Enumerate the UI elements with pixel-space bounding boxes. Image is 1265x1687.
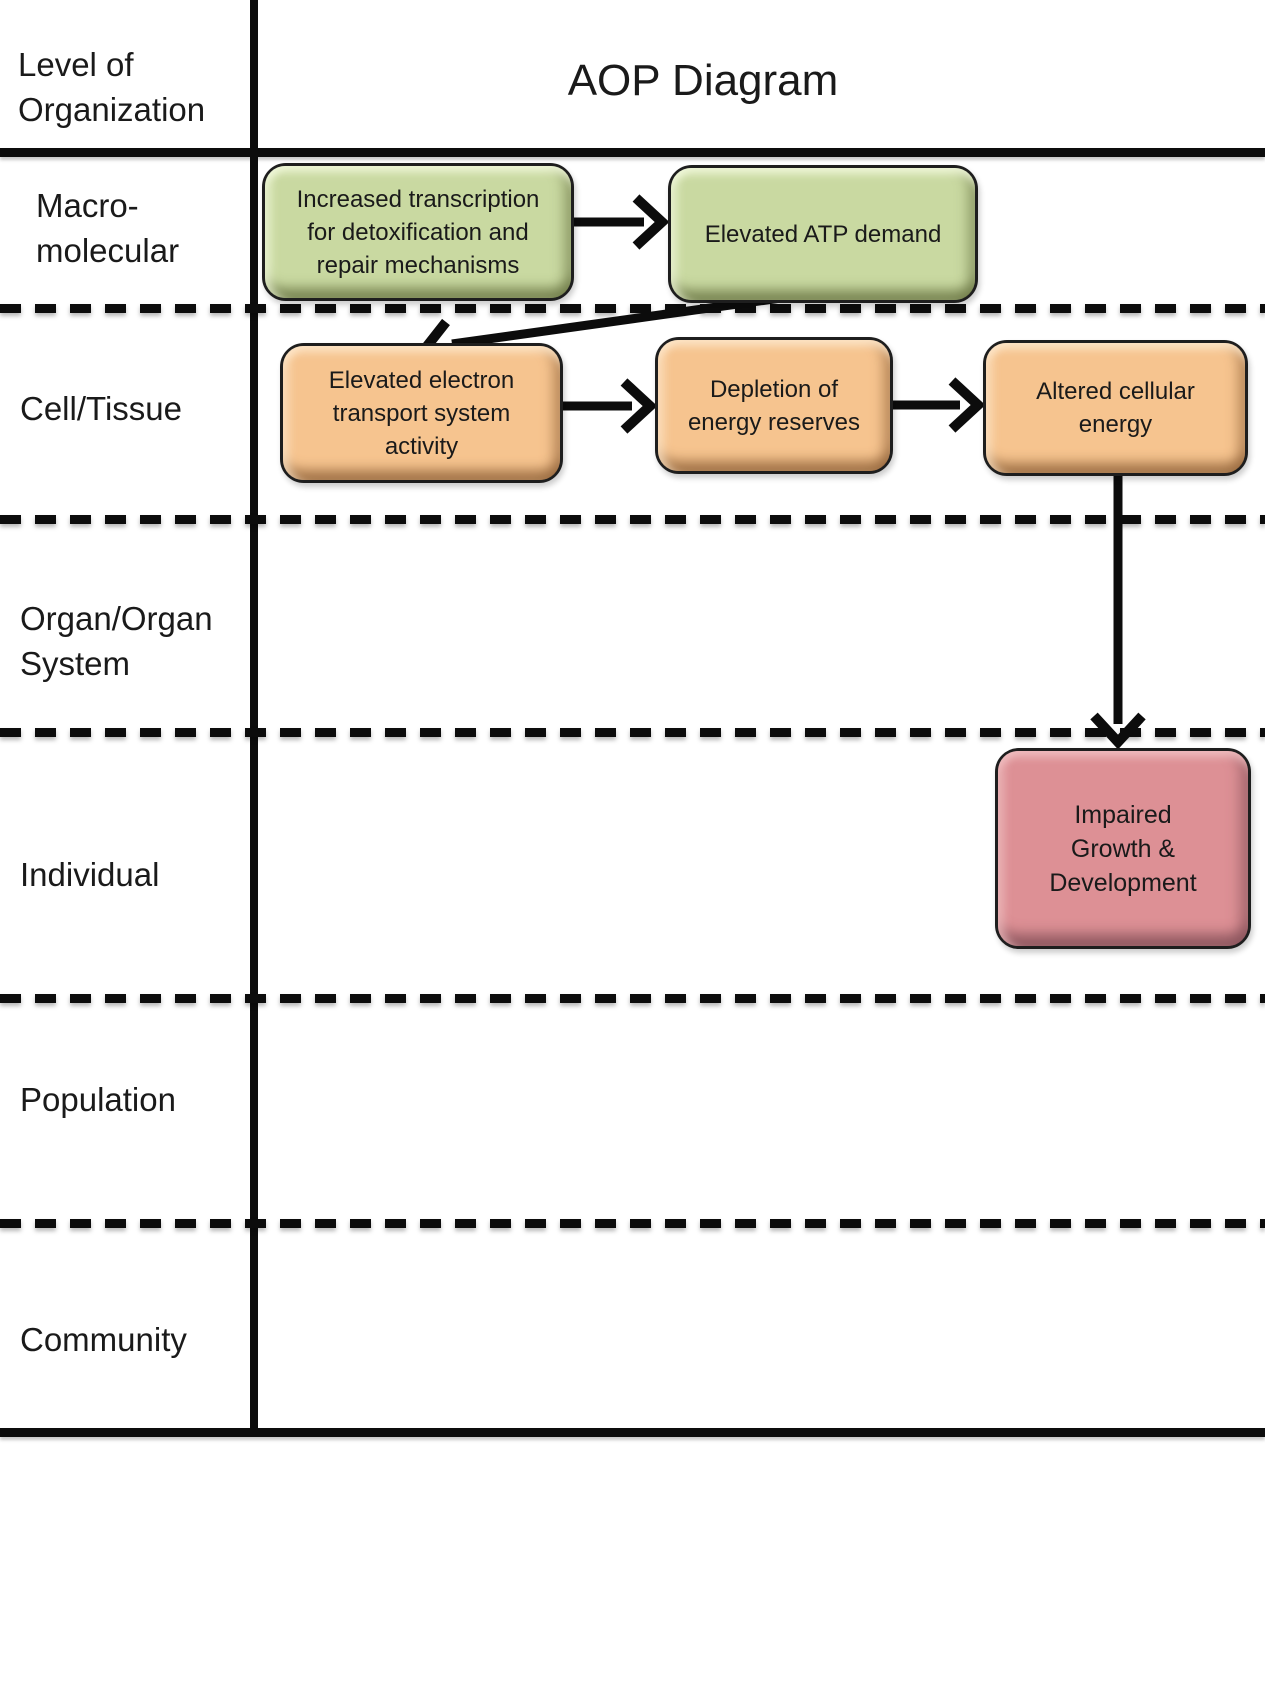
row-label-population: Population [20,1081,176,1118]
arrow-depletion-to-altered [887,377,986,433]
node-energy-reserve-depletion: Depletion of energy reserves [655,337,893,474]
row-label-organ-system: Organ/Organ System [20,600,213,682]
row-divider-population-community [0,1219,1265,1228]
row-label-cell-tissue: Cell/Tissue [20,390,182,427]
row-label-individual: Individual [20,856,160,893]
node-impaired-growth-development: Impaired Growth & Development [995,748,1251,949]
row-divider-celltissue-organ [0,515,1265,524]
node-label: Impaired Growth & Development [1049,800,1197,897]
row-divider-macromolecular-celltissue [0,304,1265,313]
row-label-community: Community [20,1321,187,1358]
page-title: AOP Diagram [567,56,839,105]
bottom-border-line [0,1428,1265,1437]
column-separator-line [250,0,258,1437]
node-label: Elevated ATP demand [704,220,942,248]
node-label: Altered cellular energy [1036,378,1195,438]
node-elevated-ets-activity: Elevated electron transport system activ… [280,343,563,483]
row-divider-organ-individual [0,728,1265,737]
arrow-altered-to-impaired [1090,470,1146,750]
node-label: Depletion of energy reserves [687,375,861,436]
node-label: Increased transcription for detoxificati… [296,185,540,279]
node-elevated-atp-demand: Elevated ATP demand [668,165,978,303]
arrow-transcription-to-atp [568,194,670,250]
row-label-macromolecular: Macro- molecular [36,187,180,269]
row-divider-individual-population [0,994,1265,1003]
node-altered-cellular-energy: Altered cellular energy [983,340,1248,476]
arrow-ets-to-depletion [557,378,658,434]
node-label: Elevated electron transport system activ… [328,366,515,460]
header-separator-line [0,148,1265,157]
node-increased-transcription: Increased transcription for detoxificati… [262,163,574,301]
level-of-organization-label: Level of Organization [18,46,206,128]
